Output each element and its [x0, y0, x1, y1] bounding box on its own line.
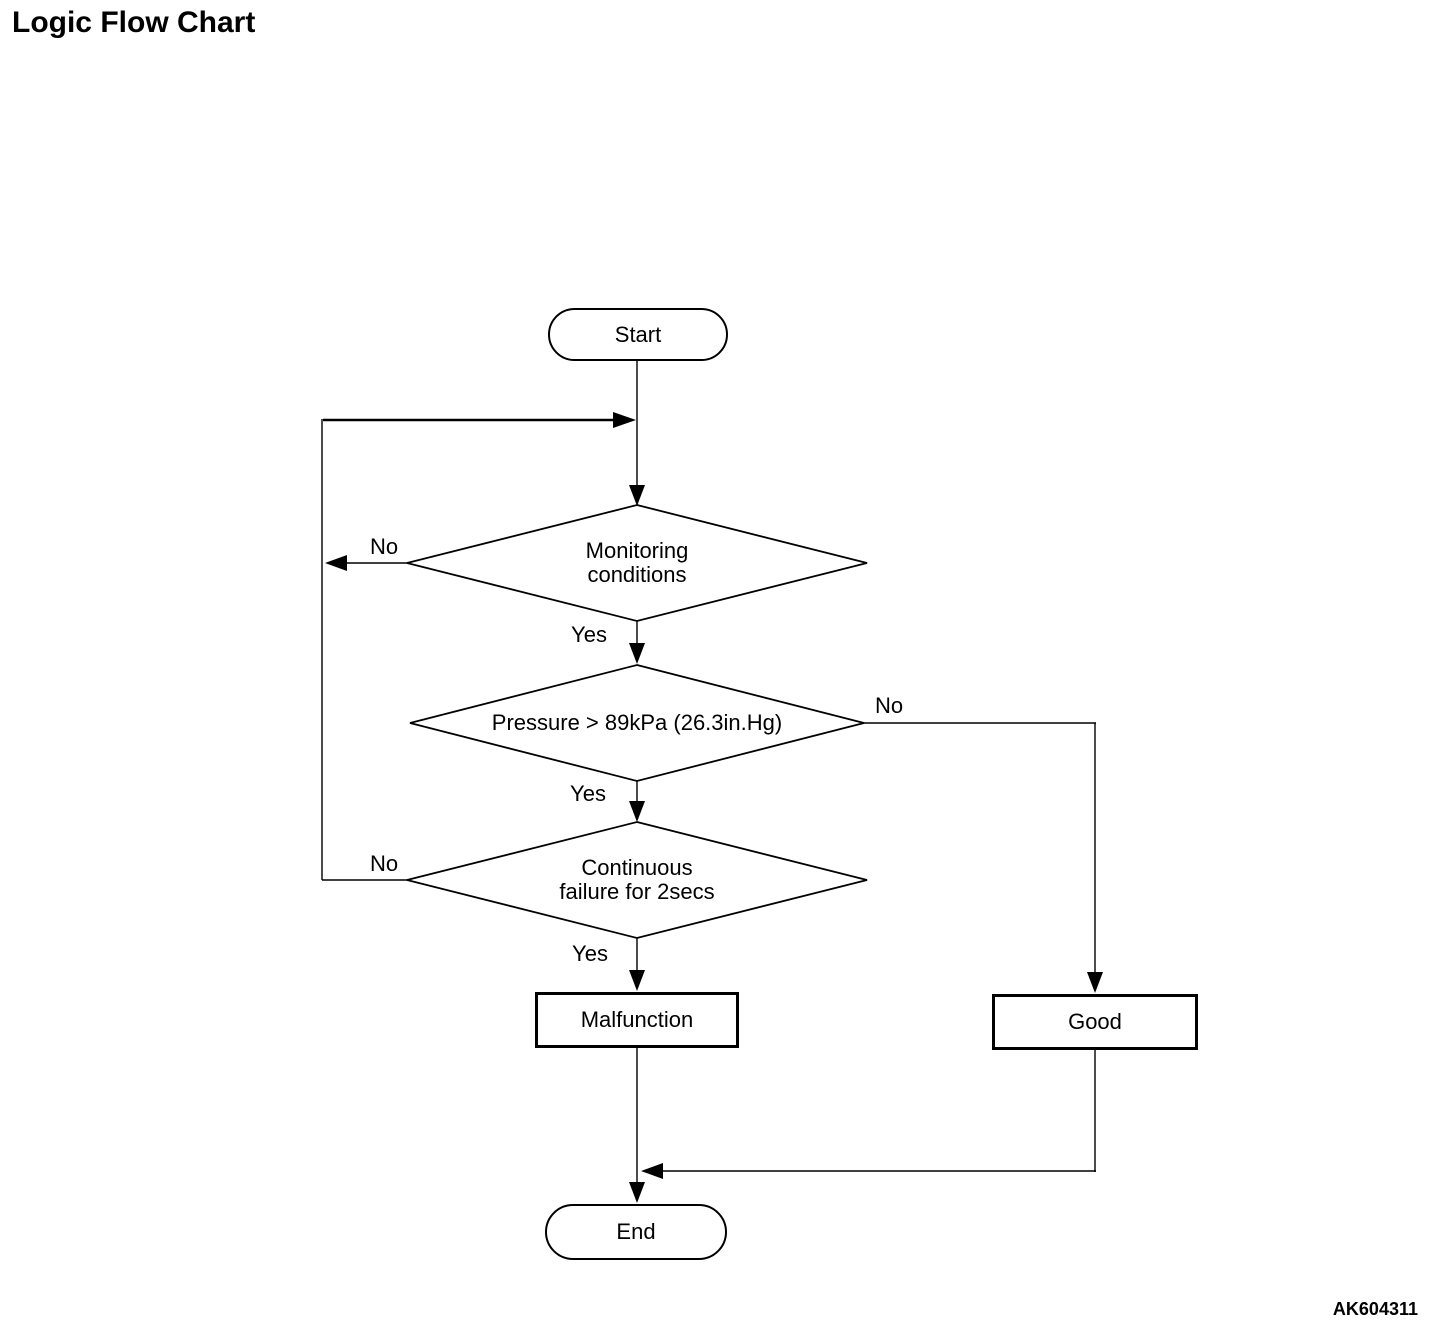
decision-pressure-shape — [409, 664, 865, 782]
branch-label-monitoring-yes: Yes — [571, 622, 607, 647]
decision-monitoring-line2: conditions — [587, 562, 687, 587]
decision-monitoring-line1: Monitoring — [585, 538, 689, 563]
branch-label-pressure-no: No — [874, 693, 904, 718]
end-node: End — [545, 1204, 727, 1260]
arrowhead-into-continuous — [629, 801, 645, 822]
malfunction-node: Malfunction — [535, 992, 739, 1048]
branch-label-monitoring-no: No — [369, 534, 399, 559]
arrowhead-into-good — [1087, 972, 1103, 993]
branch-label-pressure-yes: Yes — [570, 781, 606, 806]
decision-continuous-label: Continuous failure for 2secs — [559, 856, 714, 904]
end-label: End — [616, 1219, 656, 1244]
arrowhead-good-merge — [641, 1163, 663, 1179]
arrowhead-into-end — [629, 1182, 645, 1203]
branch-label-continuous-yes: Yes — [572, 941, 608, 966]
start-node: Start — [548, 308, 728, 361]
start-label: Start — [614, 321, 662, 347]
arrowhead-into-malfunction — [629, 970, 645, 991]
decision-pressure-label: Pressure > 89kPa (26.3in.Hg) — [491, 710, 783, 735]
branch-label-continuous-no: No — [369, 851, 399, 876]
good-label: Good — [1068, 1009, 1122, 1034]
arrowhead-into-monitoring — [629, 485, 645, 506]
page-title: Logic Flow Chart — [12, 6, 256, 39]
good-node: Good — [992, 994, 1198, 1050]
decision-monitoring-label: Monitoring conditions — [586, 539, 689, 587]
arrowhead-loop-feed — [613, 412, 636, 428]
malfunction-label: Malfunction — [580, 1007, 694, 1032]
arrowhead-into-pressure — [629, 643, 645, 664]
decision-continuous-line1: Continuous — [581, 855, 693, 880]
arrowhead-monitoring-no — [325, 555, 347, 571]
decision-continuous-line2: failure for 2secs — [559, 879, 715, 904]
decision-continuous-shape — [406, 821, 868, 939]
decision-monitoring-shape — [406, 504, 868, 622]
figure-code: AK604311 — [1332, 1299, 1418, 1319]
